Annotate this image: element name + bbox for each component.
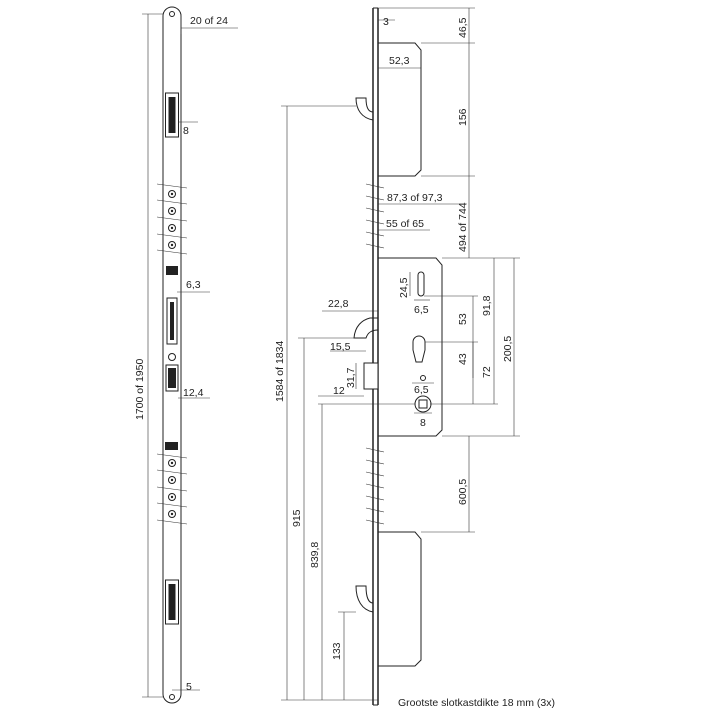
label-latch-depth: 15,5 bbox=[330, 341, 351, 353]
lower-screw-group bbox=[156, 453, 188, 525]
upper-logo-mark bbox=[166, 266, 178, 275]
label-faceplate-width-range: 87,3 of 97,3 bbox=[387, 192, 443, 204]
front-faceplate-view: 20 of 24 8 6,3 12,4 5 1700 of 1950 bbox=[134, 6, 238, 704]
label-top-case-offset: 46,5 bbox=[457, 17, 469, 38]
label-spindle-width: 6,5 bbox=[414, 384, 429, 396]
case-slot bbox=[417, 271, 425, 297]
label-dim-915: 915 bbox=[291, 509, 303, 527]
label-slot-width: 6,5 bbox=[414, 304, 429, 316]
label-deadbolt-height: 31,7 bbox=[345, 367, 357, 388]
label-center-to-follower: 72 bbox=[481, 366, 493, 378]
bottom-hook-case bbox=[378, 531, 422, 667]
label-hook-bolt-offset: 8 bbox=[183, 125, 189, 137]
front-faceplate-outline bbox=[162, 6, 182, 704]
label-cylinder-to-slot: 53 bbox=[457, 313, 469, 325]
label-deadbolt-offset: 12 bbox=[333, 385, 345, 397]
small-follower-hole bbox=[420, 375, 426, 381]
label-dim-133: 133 bbox=[331, 642, 343, 660]
spindle-square bbox=[418, 399, 428, 409]
top-hook bbox=[355, 97, 374, 121]
bottom-hook bbox=[355, 585, 374, 613]
label-case-total-height: 200,5 bbox=[502, 336, 514, 362]
upper-screw-group bbox=[156, 183, 188, 255]
bottom-hook-bolt bbox=[168, 584, 176, 620]
main-latch bbox=[353, 317, 379, 339]
label-slot-height: 24,5 bbox=[398, 277, 410, 298]
front-latch bbox=[170, 302, 174, 340]
front-deadbolt bbox=[168, 368, 176, 388]
label-latch-projection: 22,8 bbox=[328, 298, 349, 310]
caption-text: Grootste slotkastdikte 18 mm (3x) bbox=[398, 697, 555, 709]
label-backset-range: 55 of 65 bbox=[386, 218, 424, 230]
label-case-upper-part: 91,8 bbox=[481, 295, 493, 316]
label-overall-height-range: 1584 of 1834 bbox=[274, 341, 286, 402]
front-screw-middle bbox=[168, 353, 176, 361]
main-lock-case bbox=[378, 257, 443, 437]
label-bottom-offset: 5 bbox=[186, 681, 192, 693]
main-deadbolt bbox=[363, 362, 379, 390]
top-hook-bolt bbox=[168, 97, 176, 133]
top-screw-hole bbox=[169, 11, 175, 17]
side-view: 3 46,5 52,3 156 494 of 744 87,3 of 97,3 … bbox=[274, 7, 555, 709]
label-deadbolt-width: 12,4 bbox=[183, 387, 204, 399]
label-dim-839: 839,8 bbox=[309, 542, 321, 568]
label-top-case-depth: 52,3 bbox=[389, 55, 410, 67]
label-height-total: 1700 of 1950 bbox=[134, 359, 146, 420]
label-bottom-lock-offset: 600,5 bbox=[457, 479, 469, 505]
bottom-screw-hole bbox=[169, 694, 175, 700]
top-hook-case bbox=[378, 42, 422, 177]
label-latch-width: 6,3 bbox=[186, 279, 201, 291]
label-cylinder-to-center: 43 bbox=[457, 353, 469, 365]
label-spindle-square: 8 bbox=[420, 417, 426, 429]
lower-logo-mark bbox=[165, 442, 178, 450]
cylinder-hole bbox=[412, 335, 426, 363]
rod-break-marks bbox=[365, 183, 385, 525]
label-rod-width: 20 of 24 bbox=[190, 15, 228, 27]
label-faceplate-thickness: 3 bbox=[383, 16, 389, 28]
label-case-center-range: 494 of 744 bbox=[457, 202, 469, 252]
label-top-case-height: 156 bbox=[457, 108, 469, 126]
